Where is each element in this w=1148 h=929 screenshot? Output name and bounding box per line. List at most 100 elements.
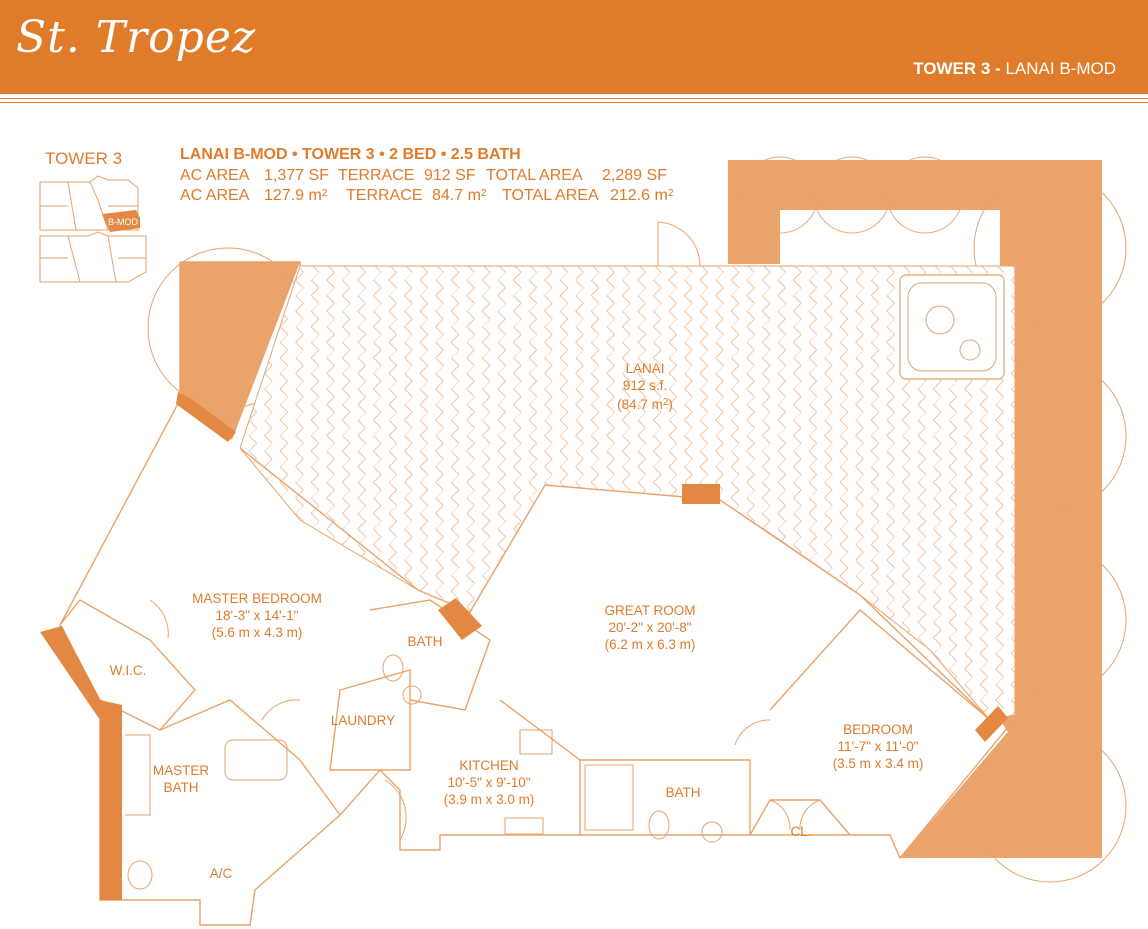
ac-area-metric-value: 127.9 m xyxy=(264,187,322,204)
kitchen-sink-icon xyxy=(519,729,553,755)
master-bath-line1: MASTER xyxy=(152,763,210,778)
tower-label: TOWER 3 - xyxy=(913,59,1001,78)
planter-wall xyxy=(180,261,301,266)
room-label-lanai: LANAI 912 s.f. (84.7 m2) xyxy=(617,360,673,413)
accent-column xyxy=(682,484,720,504)
room-label-closet: CL. xyxy=(790,824,812,839)
great-room-dims: 20'-2" x 20'-8" xyxy=(608,620,692,635)
bathtub-icon xyxy=(224,739,288,781)
toilet-icon xyxy=(382,654,404,682)
lanai-area: 912 s.f. xyxy=(622,378,668,393)
bedroom-dims: 11'-7" x 11'-0" xyxy=(837,739,919,754)
key-plan-highlight xyxy=(102,210,140,232)
landscape-top-left xyxy=(728,160,780,264)
total-area-metric-sup: 2 xyxy=(667,188,674,199)
header-rule xyxy=(0,98,1148,99)
hot-tub-basin xyxy=(907,282,997,372)
lanai-door-icon xyxy=(657,221,701,267)
key-plan-upper-block xyxy=(39,175,139,231)
wic-door-icon xyxy=(149,599,169,639)
key-plan-highlight-label: B-MOD xyxy=(108,217,138,227)
closet-wall xyxy=(749,799,851,836)
hot-tub-seat xyxy=(959,339,981,361)
sink-icon xyxy=(701,821,723,843)
total-area-metric-value: 212.6 m xyxy=(610,187,668,204)
master-bedroom-metric: (5.6 m x 4.3 m) xyxy=(211,625,303,640)
closet-door-icon xyxy=(769,799,791,831)
total-area-label: TOTAL AREA xyxy=(486,167,583,184)
unit-heading: LANAI B-MOD • TOWER 3 • 2 BED • 2.5 BATH xyxy=(180,146,521,163)
room-label-master-bath: MASTER BATH xyxy=(153,762,209,796)
great-room-metric: (6.2 m x 6.3 m) xyxy=(604,637,696,652)
accent-wall-planter xyxy=(176,392,236,442)
bedroom-door-icon xyxy=(734,719,771,746)
bath-wall xyxy=(369,599,491,711)
unit-info: LANAI B-MOD • TOWER 3 • 2 BED • 2.5 BATH… xyxy=(180,146,673,207)
terrace-label: TERRACE xyxy=(338,167,415,184)
accent-wall-bath xyxy=(438,598,482,640)
accent-wall-left xyxy=(40,626,122,900)
key-plan: B-MOD xyxy=(39,175,147,283)
unit-label: LANAI B-MOD xyxy=(1005,59,1116,78)
bedroom-wall xyxy=(769,609,991,721)
stove-icon xyxy=(504,817,544,835)
st-tropez-logo: St. Tropez xyxy=(16,12,257,63)
master-bath-line2: BATH xyxy=(163,780,199,795)
master-bath-door-icon xyxy=(261,699,301,721)
landscape-bottom-right xyxy=(900,720,1102,858)
entry-door-icon xyxy=(384,779,407,841)
closet-door-icon xyxy=(799,799,821,831)
ac-area-metric-sup: 2 xyxy=(321,188,328,199)
accent-wall-bedroom xyxy=(975,706,1008,742)
fixtures xyxy=(125,654,723,890)
terrace-value: 912 SF xyxy=(424,167,476,184)
key-plan-unit-lines xyxy=(40,181,146,283)
room-label-great-room: GREAT ROOM 20'-2" x 20'-8" (6.2 m x 6.3 … xyxy=(604,602,695,653)
page-title: TOWER 3 - LANAI B-MOD xyxy=(913,59,1116,79)
lanai-metric-sup: 2 xyxy=(662,397,669,408)
lanai-metric-close: ) xyxy=(668,397,673,412)
key-plan-lower-block xyxy=(39,231,147,283)
doors xyxy=(149,221,821,841)
lanai-metric-line: (84.7 m2) xyxy=(617,394,673,413)
unit-walls xyxy=(59,261,1019,926)
header-band xyxy=(0,0,1148,94)
lanai-name: LANAI xyxy=(625,361,665,376)
ac-area-value: 1,377 SF xyxy=(264,167,329,184)
room-label-kitchen: KITCHEN 10'-5" x 9'-10" (3.9 m x 3.0 m) xyxy=(444,757,535,808)
tree xyxy=(886,156,964,234)
kitchen-metric: (3.9 m x 3.0 m) xyxy=(443,792,535,807)
toilet-icon xyxy=(127,860,153,890)
master-bedroom-dims: 18'-3" x 14'-1" xyxy=(215,608,299,623)
terrace-metric-label: TERRACE xyxy=(346,187,423,204)
lanai-metric: (84.7 m xyxy=(617,397,663,412)
hot-tub-seat xyxy=(925,305,955,335)
wic-wall xyxy=(59,599,196,731)
room-label-ac: A/C xyxy=(209,866,233,881)
total-area-value: 2,289 SF xyxy=(602,167,667,184)
tree xyxy=(973,171,1127,325)
hall-bath-wall xyxy=(580,759,751,835)
room-label-bedroom: BEDROOM 11'-7" x 11'-0" (3.5 m x 3.4 m) xyxy=(833,721,924,772)
header-rule-thin xyxy=(0,102,1148,103)
accent-walls xyxy=(40,392,1008,900)
kitchen-dims: 10'-5" x 9'-10" xyxy=(447,775,531,790)
planter-left xyxy=(180,262,300,440)
room-label-bath: BATH xyxy=(407,634,443,649)
room-label-hall-bath: BATH xyxy=(665,785,701,800)
total-area-metric-label: TOTAL AREA xyxy=(502,187,599,204)
room-label-wic: W.I.C. xyxy=(109,663,147,678)
ac-area-label: AC AREA xyxy=(180,167,250,184)
great-room-name: GREAT ROOM xyxy=(604,603,696,618)
tree xyxy=(741,156,819,234)
bedroom-name: BEDROOM xyxy=(843,722,913,737)
landscape-right xyxy=(1000,160,1102,780)
tree xyxy=(973,729,1127,883)
room-label-laundry: LAUNDRY xyxy=(330,713,396,728)
master-bedroom-name: MASTER BEDROOM xyxy=(192,591,322,606)
shower-icon xyxy=(584,764,634,831)
terrace-metric-sup: 2 xyxy=(480,188,487,199)
vanity-icon xyxy=(125,734,151,816)
